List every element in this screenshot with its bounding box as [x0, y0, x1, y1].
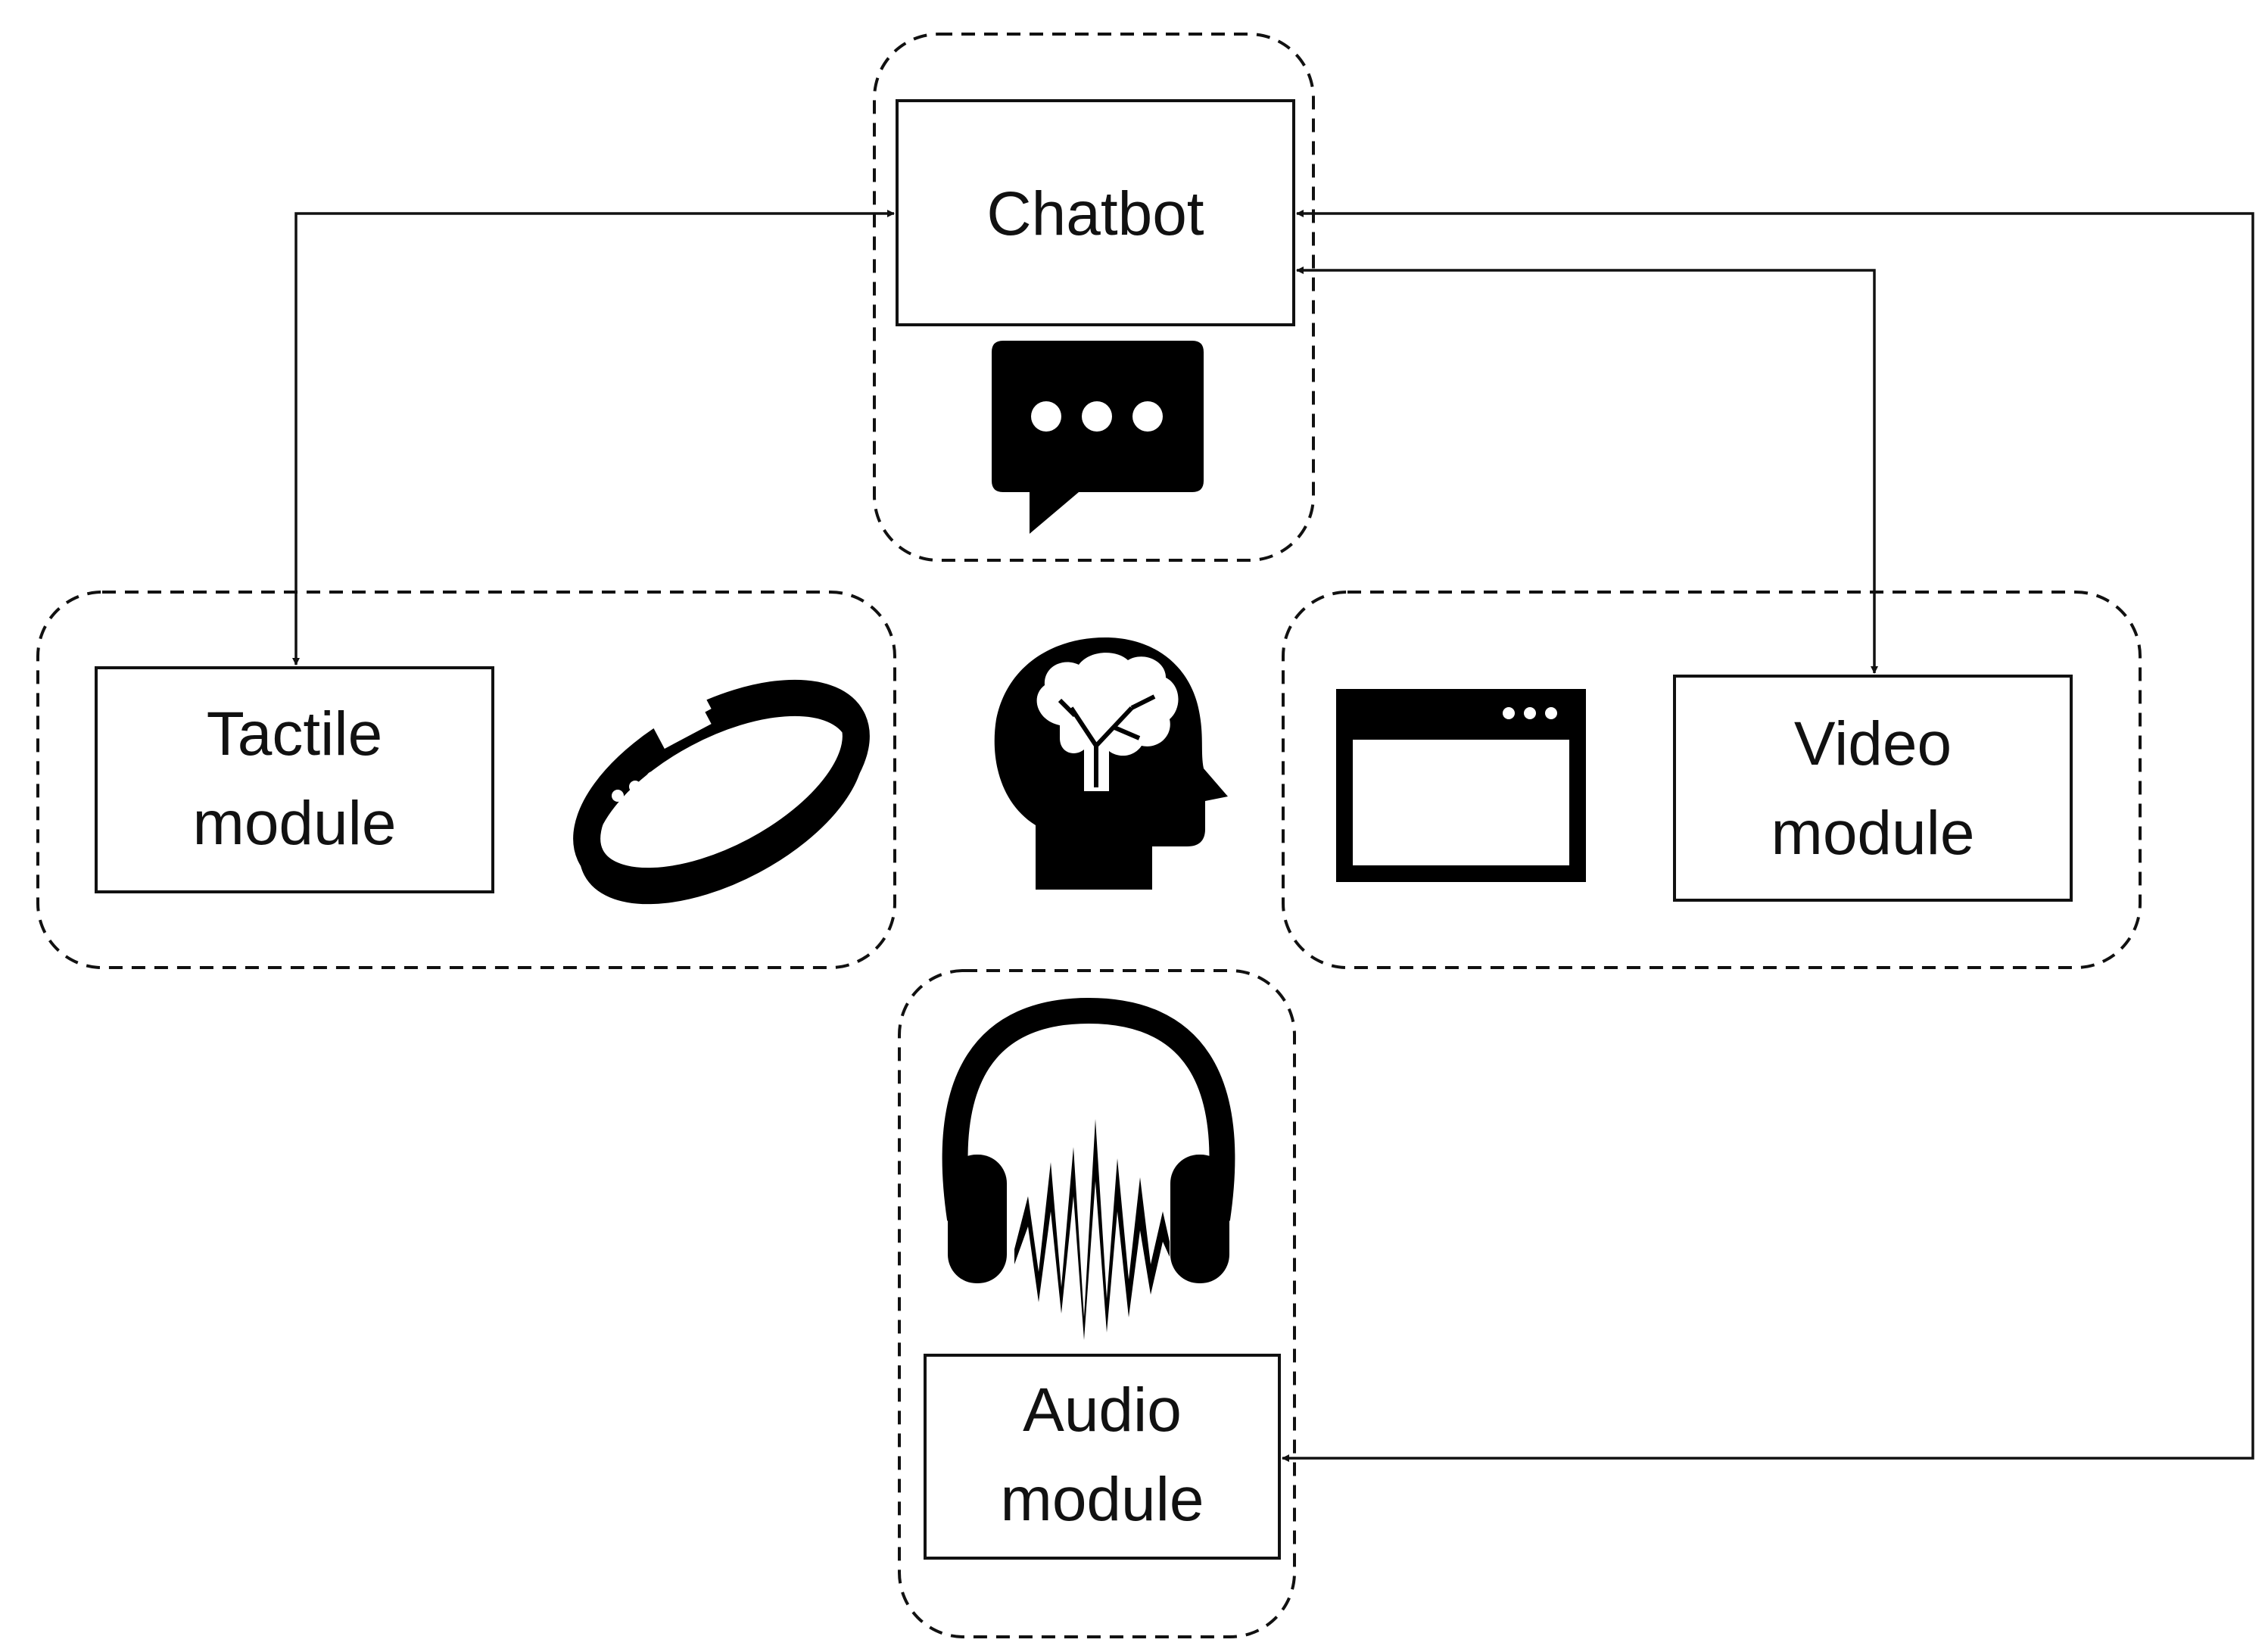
audio-label-line2: module — [1001, 1465, 1204, 1534]
video-label-line2: module — [1771, 799, 1975, 868]
tactile-label-line2: module — [193, 789, 397, 858]
video-label-line1: Video — [1794, 709, 1952, 778]
headphones-waveform-icon — [942, 997, 1235, 1340]
tactile-label-line1: Tactile — [207, 700, 382, 768]
tactile-chatbot-connector — [292, 210, 895, 665]
browser-window-icon — [1336, 689, 1586, 882]
chat-bubble-icon — [992, 341, 1204, 534]
chatbot-label: Chatbot — [986, 179, 1204, 248]
video-chatbot-connector — [1296, 267, 1878, 674]
tactile-box — [95, 666, 494, 893]
wristband-icon — [573, 669, 870, 905]
audio-label-line1: Audio — [1023, 1376, 1182, 1445]
audio-box — [924, 1354, 1281, 1560]
video-box — [1673, 675, 2073, 902]
audio-chatbot-connector — [1282, 210, 2254, 1462]
brain-head-icon — [994, 637, 1228, 890]
